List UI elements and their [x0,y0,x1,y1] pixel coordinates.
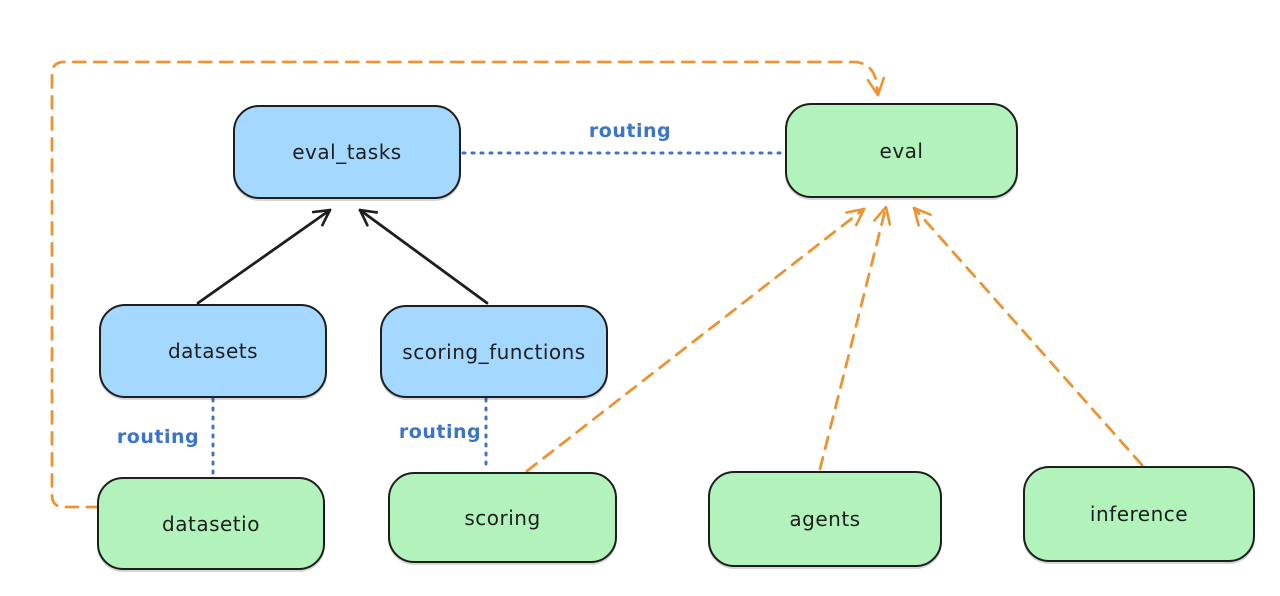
node-agents: agents [708,471,942,567]
node-eval: eval [785,103,1018,198]
node-agents-label: agents [789,507,861,531]
node-inference: inference [1023,466,1255,562]
node-eval-tasks: eval_tasks [233,105,461,199]
edge-scoring-functions-to-eval-tasks [358,208,489,305]
edge-datasetio-to-eval [50,60,886,509]
edge-datasets-to-eval-tasks [196,208,332,305]
node-eval-label: eval [879,138,924,163]
edge-agents-to-eval [818,205,892,471]
edge-scoring-to-eval [525,207,866,473]
edge-inference-to-eval [912,206,1144,467]
node-scoring-label: scoring [464,505,541,530]
node-datasetio: datasetio [97,477,325,570]
node-inference-label: inference [1089,502,1189,526]
routing-label-scoring-functions-scoring: routing [398,421,482,443]
routing-label-datasets-datasetio: routing [116,426,200,448]
node-datasets: datasets [99,304,327,398]
node-datasetio-label: datasetio [162,511,260,536]
node-scoring: scoring [388,472,617,563]
routing-label-eval-tasks-eval: routing [588,120,672,142]
node-scoring-functions: scoring_functions [380,305,608,398]
node-datasets-label: datasets [167,339,259,363]
node-scoring-functions-label: scoring_functions [402,339,586,364]
node-eval-tasks-label: eval_tasks [292,140,402,164]
